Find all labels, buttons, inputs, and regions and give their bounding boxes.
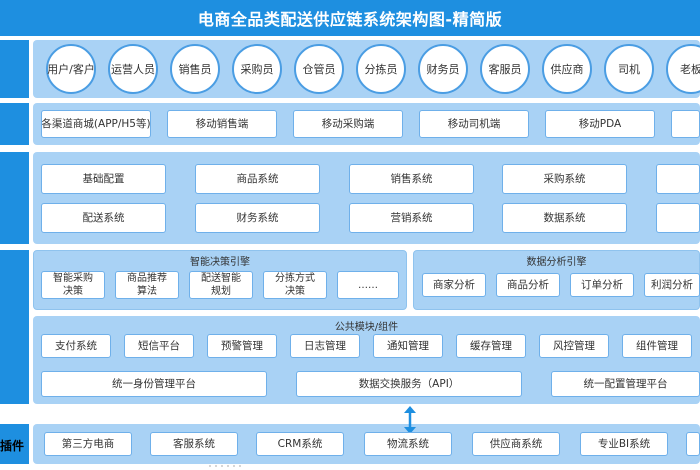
plugin-box: 第三方电商 [44,432,132,456]
decorative-dots [209,465,241,467]
user-role: 老板 [666,44,700,94]
channel-box: 移动采购端 [293,110,403,138]
plugin-box [686,432,700,456]
common-module-box: 日志管理 [290,334,360,358]
common-platform-box: 数据交换服务（API） [296,371,522,397]
smart-engine-item: …… [337,271,399,299]
plugin-box: 客服系统 [150,432,238,456]
user-role: 仓管员 [294,44,344,94]
smart-engine-item: 分拣方式 决策 [263,271,327,299]
data-engine-item: 商家分析 [422,273,486,297]
core-system-box [656,203,700,233]
core-system-box: 销售系统 [349,164,474,194]
channel-box: 移动PDA [545,110,655,138]
plugin-box: 物流系统 [364,432,452,456]
common-module-box: 风控管理 [539,334,609,358]
side-tab-engines [0,250,29,404]
user-role: 司机 [604,44,654,94]
common-module-box: 缓存管理 [456,334,526,358]
user-role: 供应商 [542,44,592,94]
common-module-box: 组件管理 [622,334,692,358]
common-modules-title: 公共模块/组件 [334,322,399,333]
user-role: 财务员 [418,44,468,94]
plugin-box: 供应商系统 [472,432,560,456]
smart-engine-item: 配送智能 规划 [189,271,253,299]
diagram-title: 电商全品类配送供应链系统架构图-精简版 [0,0,700,36]
data-engine-item: 商品分析 [496,273,560,297]
common-module-box: 支付系统 [41,334,111,358]
channel-box: 各渠道商城(APP/H5等) [41,110,151,138]
channel-box: 移动销售端 [167,110,277,138]
user-role: 运营人员 [108,44,158,94]
core-system-box: 营销系统 [349,203,474,233]
common-platform-box: 统一配置管理平台 [551,371,700,397]
core-system-box: 基础配置 [41,164,166,194]
double-arrow-icon [404,406,416,434]
user-role: 销售员 [170,44,220,94]
side-tab-plugins [0,424,29,464]
channel-box [671,110,700,138]
user-role: 用户/客户 [46,44,96,94]
smart-engine-item: 商品推荐 算法 [115,271,179,299]
data-engine-item: 利润分析 [644,273,700,297]
smart-engine-title: 智能决策引擎 [190,257,250,268]
core-system-box: 数据系统 [502,203,627,233]
core-system-box: 商品系统 [195,164,320,194]
core-system-box [656,164,700,194]
common-module-box: 短信平台 [124,334,194,358]
common-platform-box: 统一身份管理平台 [41,371,267,397]
core-system-box: 配送系统 [41,203,166,233]
common-module-box: 通知管理 [373,334,443,358]
core-system-box: 采购系统 [502,164,627,194]
core-system-box: 财务系统 [195,203,320,233]
user-role: 采购员 [232,44,282,94]
side-label-plugins: 插件 [0,439,25,453]
user-role: 分拣员 [356,44,406,94]
common-module-box: 预警管理 [207,334,277,358]
side-tab-core [0,152,29,244]
side-tab-channels [0,103,29,145]
data-engine-item: 订单分析 [570,273,634,297]
plugin-box: CRM系统 [256,432,344,456]
channel-box: 移动司机端 [419,110,529,138]
data-engine-title: 数据分析引擎 [526,257,587,268]
user-role: 客服员 [480,44,530,94]
side-tab-users [0,40,29,98]
smart-engine-item: 智能采购 决策 [41,271,105,299]
plugin-box: 专业BI系统 [580,432,668,456]
